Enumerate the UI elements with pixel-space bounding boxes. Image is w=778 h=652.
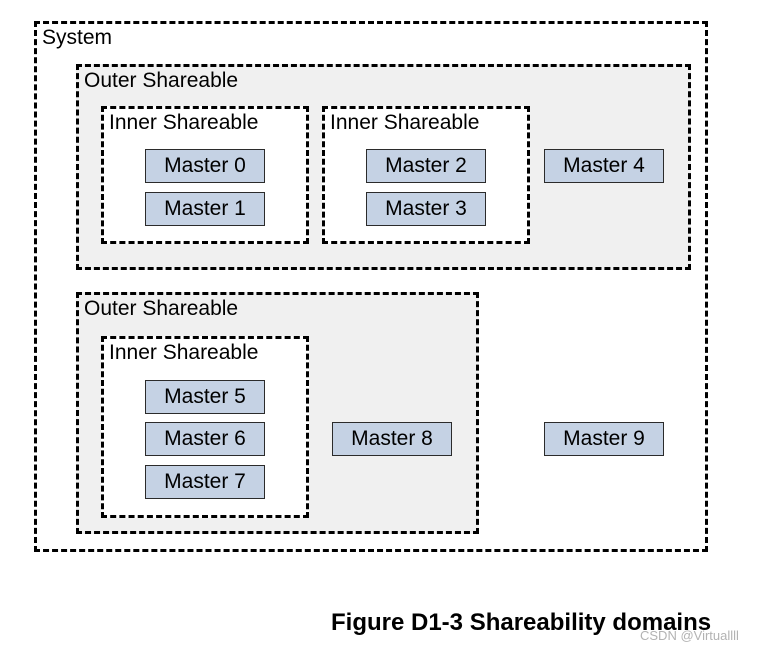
master-3: Master 3 <box>366 192 486 226</box>
master-4: Master 4 <box>544 149 664 183</box>
outer-shareable-domain-1-label: Outer Shareable <box>84 69 239 92</box>
watermark: CSDN @Virtuallll <box>640 628 739 643</box>
master-0: Master 0 <box>145 149 265 183</box>
master-6: Master 6 <box>145 422 265 456</box>
master-8: Master 8 <box>332 422 452 456</box>
master-1: Master 1 <box>145 192 265 226</box>
inner-shareable-domain-2-label: Inner Shareable <box>330 111 480 134</box>
inner-shareable-domain-1-label: Inner Shareable <box>109 111 259 134</box>
master-5: Master 5 <box>145 380 265 414</box>
inner-shareable-domain-3-label: Inner Shareable <box>109 341 259 364</box>
master-7: Master 7 <box>145 465 265 499</box>
system-domain-label: System <box>42 26 113 49</box>
outer-shareable-domain-2-label: Outer Shareable <box>84 297 239 320</box>
master-2: Master 2 <box>366 149 486 183</box>
master-9: Master 9 <box>544 422 664 456</box>
figure-caption: Figure D1-3 Shareability domains <box>331 609 712 636</box>
